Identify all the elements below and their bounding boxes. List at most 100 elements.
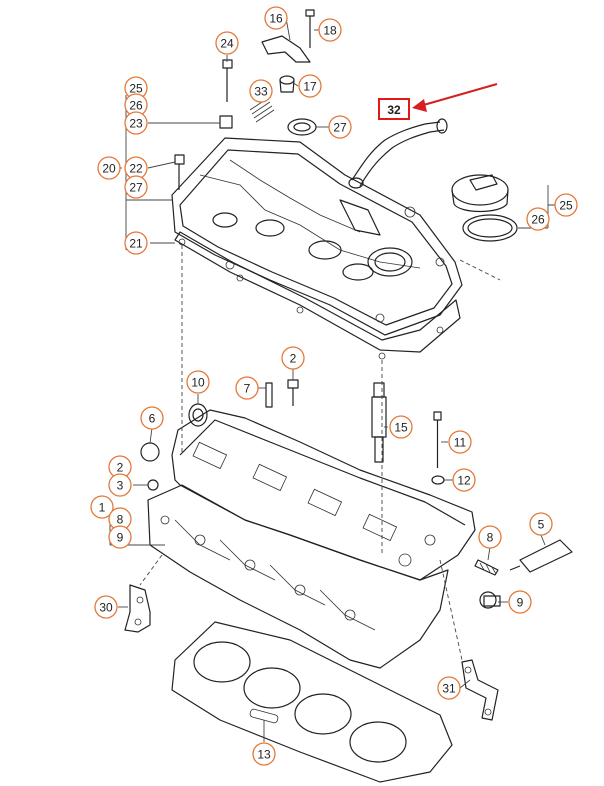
callout-label: 8 [117, 513, 124, 527]
bolt-24 [222, 59, 233, 102]
callout-label: 25 [559, 199, 573, 213]
callout-label: 15 [394, 421, 408, 435]
callout-26: 26 [124, 93, 148, 117]
callout-label: 12 [457, 474, 471, 488]
callout-6: 6 [140, 406, 164, 430]
callout-circle [298, 74, 322, 98]
callout-circle [264, 6, 288, 30]
callout-21: 21 [124, 231, 148, 255]
bolt-22 [174, 154, 185, 190]
callout-label: 9 [517, 596, 524, 610]
callout-label: 26 [531, 213, 545, 227]
callout-circle [318, 18, 342, 42]
callout-circle [437, 676, 461, 700]
callout-label: 27 [333, 121, 347, 135]
callout-label: 1 [99, 501, 106, 515]
callout-circle [526, 207, 550, 231]
callout-circle [508, 590, 532, 614]
callout-circle [328, 115, 352, 139]
grommet-23 [219, 115, 233, 129]
callout-label: 33 [254, 85, 268, 99]
callout-9: 9 [508, 590, 532, 614]
callout-5: 5 [529, 512, 553, 536]
callout-2: 2 [281, 346, 305, 370]
callout-circle [554, 193, 578, 217]
callout-26: 26 [526, 207, 550, 231]
callout-7: 7 [235, 376, 259, 400]
callout-label: 11 [454, 436, 467, 450]
callout-label: 30 [99, 601, 113, 615]
callout-label: 13 [257, 748, 271, 762]
callout-label: 9 [117, 531, 124, 545]
callout-circle [529, 512, 553, 536]
callout-13: 13 [252, 742, 276, 766]
callout-32-highlighted: 32 [378, 98, 410, 120]
seal-10 [188, 403, 208, 427]
callout-circle [252, 742, 276, 766]
oil-filler-cap [451, 174, 518, 242]
callout-circle [281, 346, 305, 370]
callout-label: 31 [442, 682, 456, 696]
callout-circle [478, 525, 502, 549]
seal-3 [147, 479, 159, 491]
callout-12: 12 [452, 468, 476, 492]
callout-24: 24 [215, 31, 239, 55]
callout-32-label: 32 [387, 103, 401, 117]
callout-20: 20 [97, 156, 121, 180]
ring-6 [140, 442, 160, 462]
callout-23: 23 [124, 111, 148, 135]
callout-27: 27 [328, 115, 352, 139]
callout-9: 9 [108, 525, 132, 549]
callout-label: 24 [220, 37, 234, 51]
callout-circle [215, 31, 239, 55]
callout-16: 16 [264, 6, 288, 30]
callout-circle [97, 156, 121, 180]
washer-12 [431, 475, 445, 485]
callout-circle [90, 495, 114, 519]
bolt-18 [305, 9, 315, 48]
callout-25: 25 [554, 193, 578, 217]
callout-30: 30 [94, 595, 118, 619]
assembly-guide-lines [139, 245, 501, 661]
callout-label: 17 [303, 80, 317, 94]
stud-8 [474, 559, 499, 576]
injector-15 [371, 382, 387, 463]
cylinder-head-cover [171, 137, 463, 336]
callout-3: 3 [108, 473, 132, 497]
callout-label: 20 [102, 162, 116, 176]
callout-label: 7 [244, 382, 251, 396]
callout-label: 26 [129, 99, 143, 113]
highlight-arrow [412, 83, 498, 112]
cylinder-head [147, 409, 476, 669]
callout-label: 6 [149, 412, 156, 426]
callout-18: 18 [318, 18, 342, 42]
callout-label: 2 [290, 352, 297, 366]
callout-circle [452, 468, 476, 492]
seal-27 [287, 118, 317, 136]
pin-7 [265, 382, 273, 408]
breather-hose [348, 118, 448, 189]
callout-label: 3 [117, 479, 124, 493]
cover-bracket-16 [261, 35, 311, 63]
callout-circle [124, 175, 148, 199]
cover-gasket [174, 231, 461, 360]
callout-circle [235, 376, 259, 400]
callout-circle [140, 406, 164, 430]
callout-label: 18 [323, 24, 337, 38]
callout-label: 2 [117, 461, 124, 475]
callout-circle [448, 430, 472, 454]
callout-25: 25 [124, 76, 148, 100]
callout-15: 15 [389, 415, 413, 439]
callout-label: 16 [269, 12, 283, 26]
callout-circle [249, 79, 273, 103]
bracket-31 [461, 659, 499, 721]
callout-circle [124, 231, 148, 255]
head-gasket [171, 621, 453, 783]
callout-17: 17 [298, 74, 322, 98]
callout-8: 8 [478, 525, 502, 549]
callout-27: 27 [124, 175, 148, 199]
callout-31: 31 [437, 676, 461, 700]
